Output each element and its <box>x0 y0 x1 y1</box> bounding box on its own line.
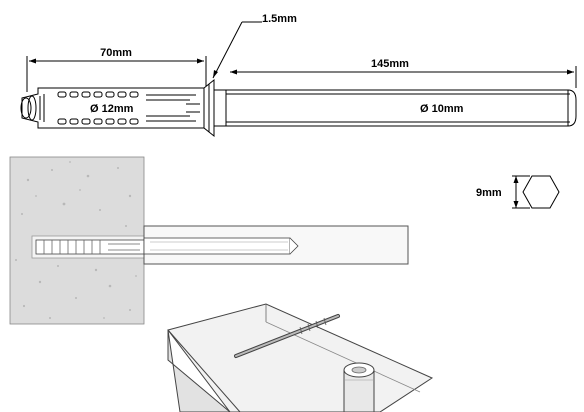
pin-length-dimension: 145mm <box>230 58 574 75</box>
pin-length-label: 145mm <box>371 58 409 70</box>
wall-installation <box>9 156 409 325</box>
hex-section: 9mm <box>476 175 560 209</box>
hex-size-label: 9mm <box>476 187 502 199</box>
anchor-length-dimension: 70mm <box>29 47 204 64</box>
installed-anchor <box>35 239 145 255</box>
shelf-front-face <box>167 329 231 412</box>
anchor-plug <box>20 87 205 129</box>
anchor-diameter-label: Ø 12mm <box>90 103 134 115</box>
hex-shape <box>522 175 560 209</box>
pin-diameter-label: Ø 10mm <box>420 103 464 115</box>
collar-thickness-label: 1.5mm <box>262 13 297 25</box>
shelf-post <box>343 362 375 412</box>
shelf-installation <box>167 303 434 412</box>
shelf-pin <box>234 314 340 358</box>
anchor-length-label: 70mm <box>100 47 132 59</box>
collar <box>203 78 215 138</box>
installed-pin <box>143 237 299 255</box>
nail-pin <box>213 89 577 127</box>
pin-drawing: 70mm 1.5mm 145mm <box>20 13 577 138</box>
collar-thickness-dimension: 1.5mm <box>212 13 297 79</box>
